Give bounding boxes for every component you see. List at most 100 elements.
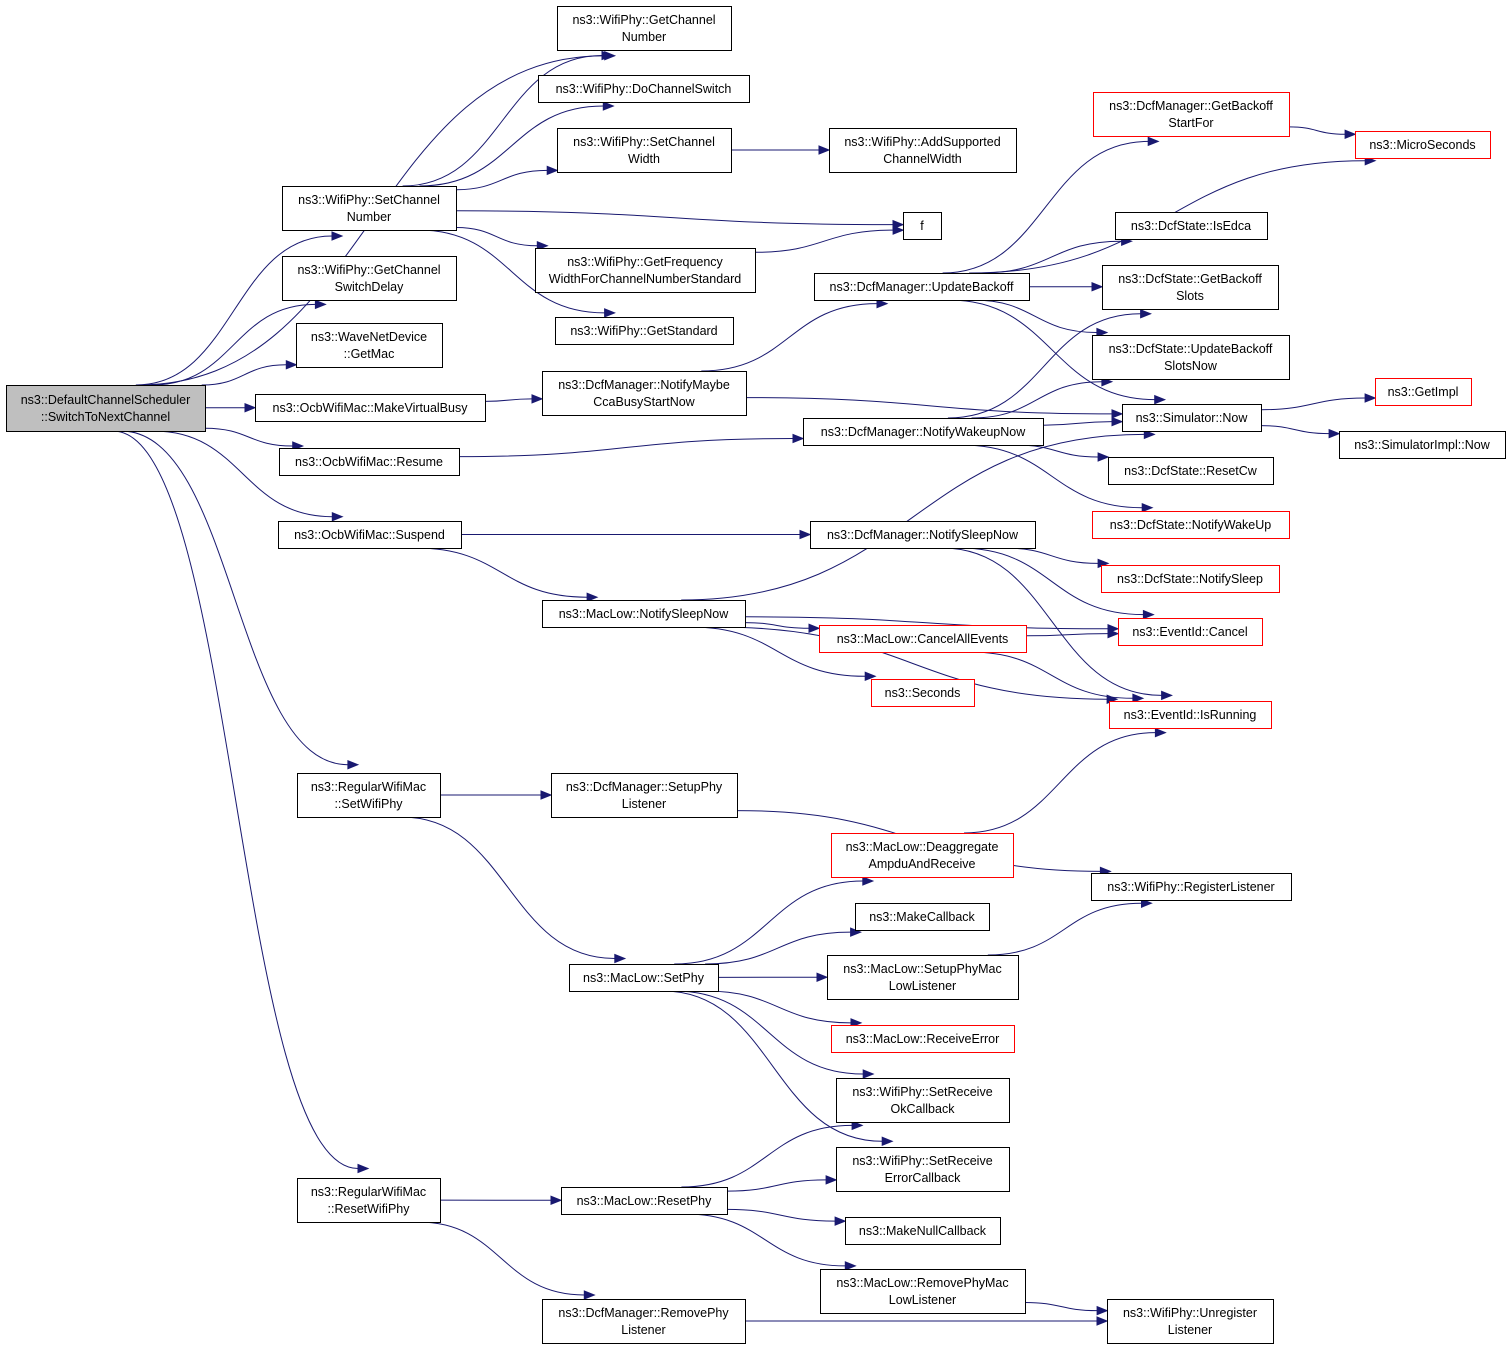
node-is-edca[interactable]: ns3::DcfState::IsEdca <box>1115 212 1268 240</box>
node-box <box>297 773 441 818</box>
arrowhead-icon <box>546 165 559 176</box>
edge-line <box>971 381 1102 419</box>
node-notify-sleep-now-dcf[interactable]: ns3::DcfManager::NotifySleepNow <box>810 521 1036 549</box>
call-edge <box>726 1208 847 1226</box>
arrowhead-icon <box>1141 898 1153 908</box>
arrowhead-icon <box>1142 609 1155 620</box>
node-label: ns3::EventId::IsRunning <box>1124 708 1257 722</box>
node-label: ns3::WifiPhy::RegisterListener <box>1107 880 1274 894</box>
edge-line <box>705 990 852 1024</box>
node-box <box>255 394 486 422</box>
call-edge <box>681 1120 864 1188</box>
node-label: ns3::WifiPhy::SetChannel <box>298 193 440 207</box>
arrowhead-icon <box>331 231 344 241</box>
call-edge <box>947 309 1152 419</box>
node-wave-get-mac[interactable]: ns3::WaveNetDevice::GetMac <box>296 323 443 368</box>
node-label: ns3::MacLow::ReceiveError <box>846 1032 1000 1046</box>
node-label: ::ResetWifiPhy <box>328 1202 411 1216</box>
node-box <box>561 1187 728 1215</box>
node-box <box>551 773 738 818</box>
node-f[interactable]: f <box>903 212 942 240</box>
node-reset-cw[interactable]: ns3::DcfState::ResetCw <box>1108 457 1274 485</box>
node-label: StartFor <box>1168 116 1213 130</box>
node-label: ns3::MakeCallback <box>869 910 975 924</box>
node-get-standard[interactable]: ns3::WifiPhy::GetStandard <box>555 317 734 345</box>
node-get-impl[interactable]: ns3::GetImpl <box>1375 378 1472 406</box>
arrowhead-icon <box>876 298 889 309</box>
arrowhead-icon <box>850 1018 863 1028</box>
node-register-listener[interactable]: ns3::WifiPhy::RegisterListener <box>1091 873 1292 901</box>
node-suspend[interactable]: ns3::OcbWifiMac::Suspend <box>278 521 462 549</box>
arrowhead-icon <box>792 433 805 444</box>
node-event-is-running[interactable]: ns3::EventId::IsRunning <box>1109 701 1272 729</box>
arrowhead-icon <box>892 225 905 235</box>
node-get-frequency-width[interactable]: ns3::WifiPhy::GetFrequencyWidthForChanne… <box>535 248 756 293</box>
node-make-null-callback[interactable]: ns3::MakeNullCallback <box>845 1217 1001 1245</box>
node-box <box>1115 212 1268 240</box>
node-mac-low-set-phy[interactable]: ns3::MacLow::SetPhy <box>569 964 719 992</box>
node-notify-sleep[interactable]: ns3::DcfState::NotifySleep <box>1101 565 1280 593</box>
call-edge <box>942 547 1173 701</box>
edge-line <box>681 1124 853 1188</box>
node-simulator-impl-now[interactable]: ns3::SimulatorImpl::Now <box>1339 431 1506 459</box>
node-micro-seconds[interactable]: ns3::MicroSeconds <box>1355 131 1491 159</box>
edge-line <box>204 427 293 447</box>
arrowhead-icon <box>531 394 544 404</box>
arrowhead-icon <box>550 1195 563 1206</box>
node-label: ns3::DcfState::NotifyWakeUp <box>1110 518 1271 532</box>
node-set-wifi-phy[interactable]: ns3::RegularWifiMac::SetWifiPhy <box>297 773 441 818</box>
node-box <box>810 521 1036 549</box>
call-edge <box>201 360 298 386</box>
node-notify-maybe-cca-busy[interactable]: ns3::DcfManager::NotifyMaybeCcaBusyStart… <box>542 371 747 416</box>
edge-line <box>455 227 538 247</box>
node-box <box>1122 404 1262 432</box>
node-resume[interactable]: ns3::OcbWifiMac::Resume <box>279 448 460 476</box>
node-notify-sleep-now-mac[interactable]: ns3::MacLow::NotifySleepNow <box>542 600 746 628</box>
call-edge <box>135 231 344 386</box>
edge-line <box>152 303 316 386</box>
node-box <box>803 418 1044 446</box>
node-simulator-now[interactable]: ns3::Simulator::Now <box>1122 404 1262 432</box>
node-cancel-all-events[interactable]: ns3::MacLow::CancelAllEvents <box>819 625 1027 653</box>
node-reset-wifi-phy[interactable]: ns3::RegularWifiMac::ResetWifiPhy <box>297 1178 441 1223</box>
node-notify-wakeup-now[interactable]: ns3::DcfManager::NotifyWakeupNow <box>803 418 1044 446</box>
arrowhead-icon <box>1161 690 1173 701</box>
node-box <box>538 75 750 103</box>
node-label: CcaBusyStartNow <box>593 395 695 409</box>
node-box <box>1375 378 1472 406</box>
node-seconds[interactable]: ns3::Seconds <box>871 679 975 707</box>
node-do-channel-switch[interactable]: ns3::WifiPhy::DoChannelSwitch <box>538 75 750 103</box>
node-label: ns3::DcfManager::GetBackoff <box>1109 99 1273 113</box>
node-mac-low-reset-phy[interactable]: ns3::MacLow::ResetPhy <box>561 1187 728 1215</box>
node-make-callback[interactable]: ns3::MakeCallback <box>855 903 990 931</box>
node-box <box>903 212 942 240</box>
arrowhead-icon <box>1154 394 1167 405</box>
node-receive-error[interactable]: ns3::MacLow::ReceiveError <box>831 1025 1015 1053</box>
node-label: ns3::DcfState::IsEdca <box>1131 219 1251 233</box>
node-root[interactable]: ns3::DefaultChannelScheduler::SwitchToNe… <box>6 385 206 432</box>
node-event-cancel[interactable]: ns3::EventId::Cancel <box>1118 618 1263 646</box>
node-make-virtual-busy[interactable]: ns3::OcbWifiMac::MakeVirtualBusy <box>255 394 486 422</box>
edge-line <box>744 616 1109 630</box>
node-update-backoff[interactable]: ns3::DcfManager::UpdateBackoff <box>814 273 1030 301</box>
node-notify-wake-up[interactable]: ns3::DcfState::NotifyWakeUp <box>1092 511 1290 539</box>
node-label: ns3::OcbWifiMac::Resume <box>295 455 443 469</box>
node-label: ns3::MacLow::SetupPhyMac <box>843 962 1001 976</box>
node-label: ns3::DcfManager::UpdateBackoff <box>830 280 1014 294</box>
